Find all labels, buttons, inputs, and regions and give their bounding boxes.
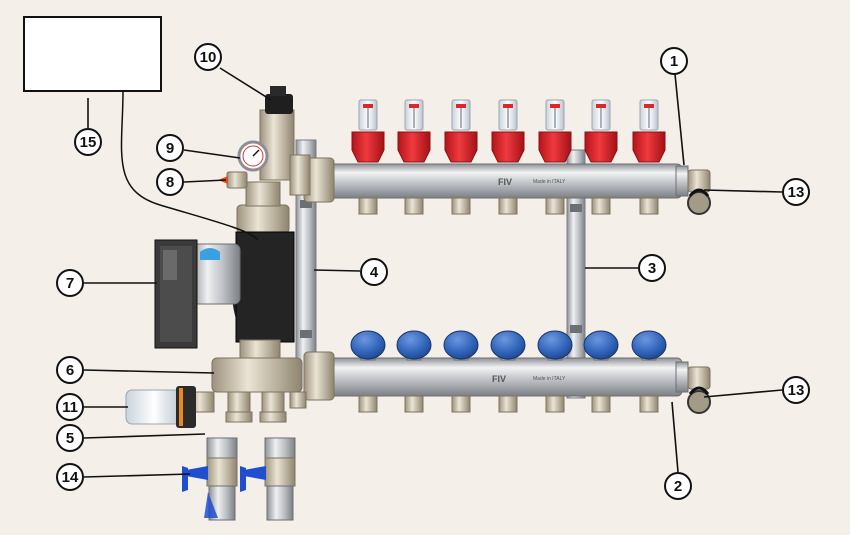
- callout-14: 14: [56, 463, 84, 491]
- return-valve: [583, 330, 619, 413]
- flowmeter: [351, 99, 385, 215]
- return-valve: [490, 330, 526, 413]
- callout-1: 1: [660, 47, 688, 75]
- flowmeter: [584, 99, 618, 215]
- ball-valves: [182, 437, 296, 521]
- supply-manifold: FIV Made in ITALY: [303, 157, 689, 203]
- top-brand-mark: FIV: [498, 177, 512, 187]
- bottom-end-drain: [687, 366, 711, 414]
- flowmeter: [538, 99, 572, 215]
- top-end-drain: [687, 169, 711, 215]
- return-valve: [443, 330, 479, 413]
- return-valve: [537, 330, 573, 413]
- flowmeter: [632, 99, 666, 215]
- top-origin-mark: Made in ITALY: [533, 179, 566, 185]
- controller-cable: [120, 90, 259, 241]
- callout-5: 5: [56, 424, 84, 452]
- bottom-origin-mark: Made in ITALY: [533, 376, 566, 382]
- flowmeter: [491, 99, 525, 215]
- callout-13-top: 13: [782, 178, 810, 206]
- supply-flowmeters: [351, 99, 666, 215]
- bracket-right: [566, 149, 586, 399]
- bottom-brand-mark: FIV: [492, 374, 506, 384]
- callout-6: 6: [56, 356, 84, 384]
- callout-11: 11: [56, 393, 84, 421]
- callout-15: 15: [74, 128, 102, 156]
- return-valves: [350, 330, 667, 413]
- callout-9: 9: [156, 134, 184, 162]
- return-valve: [350, 330, 386, 413]
- flowmeter: [397, 99, 431, 215]
- return-manifold: FIV Made in ITALY: [303, 351, 689, 401]
- callout-2: 2: [664, 472, 692, 500]
- flowmeter: [444, 99, 478, 215]
- return-valve: [631, 330, 667, 413]
- callout-10: 10: [194, 43, 222, 71]
- callout-13-bottom: 13: [782, 376, 810, 404]
- callout-3: 3: [638, 254, 666, 282]
- bracket-left: [295, 139, 317, 399]
- callout-7: 7: [56, 269, 84, 297]
- pump-group: [125, 86, 311, 428]
- callout-8: 8: [156, 168, 184, 196]
- callout-4: 4: [360, 258, 388, 286]
- leader-lines: [83, 67, 783, 478]
- controller-box: [23, 16, 162, 92]
- return-valve: [396, 330, 432, 413]
